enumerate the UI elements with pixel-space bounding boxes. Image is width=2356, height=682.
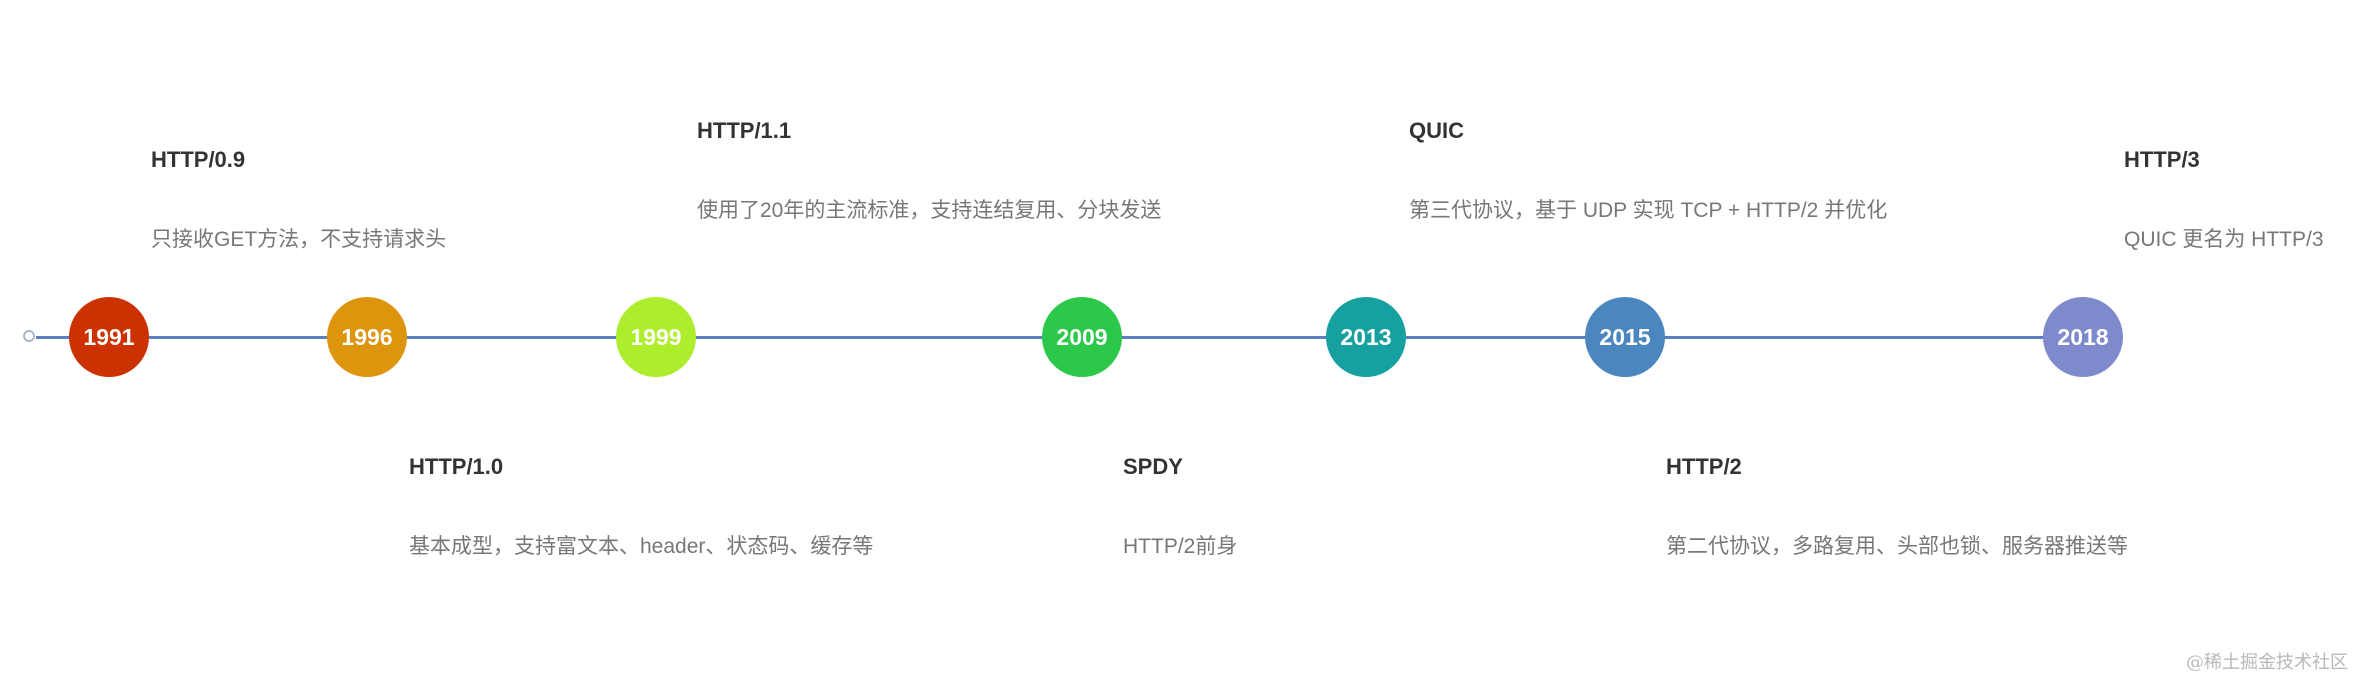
event-title: SPDY: [1123, 454, 1183, 479]
event-title: HTTP/0.9: [151, 147, 246, 172]
event-title: HTTP/3: [2124, 147, 2200, 172]
year-label: 1996: [341, 323, 393, 350]
event-http-2: HTTP/2 第二代协议，多路复用、头部也锁、服务器推送等: [1666, 453, 2156, 561]
event-title: HTTP/1.1: [697, 118, 792, 143]
event-description: HTTP/2前身: [1123, 535, 1238, 558]
event-http-3: HTTP/3 QUIC 更名为 HTTP/3: [2124, 146, 2352, 254]
year-label: 2018: [2057, 323, 2109, 350]
year-node-1999: 1999: [616, 297, 696, 377]
event-title: HTTP/1.0: [409, 454, 504, 479]
timeline-start-marker: [23, 330, 35, 342]
event-description: 第三代协议，基于 UDP 实现 TCP + HTTP/2 并优化: [1409, 199, 1888, 222]
event-spdy: SPDY HTTP/2前身: [1123, 453, 1523, 561]
year-node-1996: 1996: [327, 297, 407, 377]
event-description: 基本成型，支持富文本、header、状态码、缓存等: [409, 535, 874, 558]
year-label: 2013: [1340, 323, 1392, 350]
event-description: 只接收GET方法，不支持请求头: [151, 228, 447, 251]
event-description: QUIC 更名为 HTTP/3: [2124, 228, 2324, 251]
event-description: 使用了20年的主流标准，支持连结复用、分块发送: [697, 199, 1162, 222]
event-http-1-1: HTTP/1.1 使用了20年的主流标准，支持连结复用、分块发送: [697, 117, 1187, 225]
year-label: 2015: [1599, 323, 1651, 350]
event-title: QUIC: [1409, 118, 1464, 143]
year-node-1991: 1991: [69, 297, 149, 377]
event-title: HTTP/2: [1666, 454, 1742, 479]
watermark: @稀土掘金技术社区: [2186, 652, 2348, 673]
year-label: 1999: [630, 323, 682, 350]
year-node-2013: 2013: [1326, 297, 1406, 377]
event-http-1-0: HTTP/1.0 基本成型，支持富文本、header、状态码、缓存等: [409, 453, 899, 561]
event-quic: QUIC 第三代协议，基于 UDP 实现 TCP + HTTP/2 并优化: [1409, 117, 1899, 225]
year-node-2015: 2015: [1585, 297, 1665, 377]
year-label: 1991: [83, 323, 135, 350]
year-label: 2009: [1056, 323, 1108, 350]
event-http-0-9: HTTP/0.9 只接收GET方法，不支持请求头: [151, 146, 631, 254]
year-node-2009: 2009: [1042, 297, 1122, 377]
event-description: 第二代协议，多路复用、头部也锁、服务器推送等: [1666, 535, 2128, 558]
year-node-2018: 2018: [2043, 297, 2123, 377]
